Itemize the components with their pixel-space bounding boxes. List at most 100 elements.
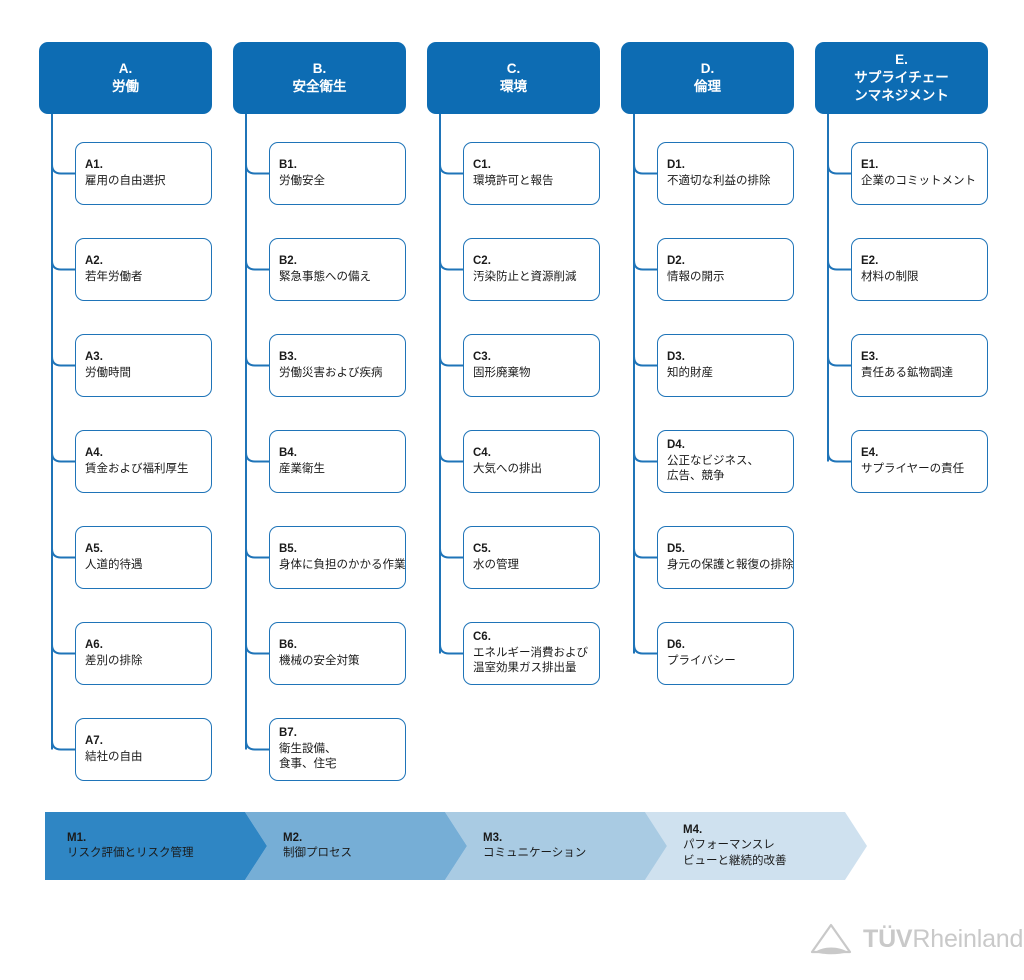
item-box-b5[interactable]: B5.身体に負担のかかる作業 — [269, 526, 406, 589]
column-header-title: 環境 — [500, 79, 527, 94]
column-header-a[interactable]: A.労働 — [39, 42, 212, 114]
connector-elbow — [245, 356, 269, 367]
column-header-c[interactable]: C.環境 — [427, 42, 600, 114]
item-box-a3[interactable]: A3.労働時間 — [75, 334, 212, 397]
item-label-line: 環境許可と報告 — [473, 174, 554, 187]
connector-elbow — [51, 356, 75, 367]
process-step-label-line: 制御プロセス — [283, 847, 352, 859]
item-code: B5. — [279, 543, 297, 555]
item-label-line: 広告、競争 — [667, 470, 725, 483]
item-label-line: 労働安全 — [279, 174, 325, 187]
item-label-line: 身元の保護と報復の排除 — [667, 558, 794, 571]
connector-elbow — [439, 452, 463, 463]
item-label-line: エネルギー消費および — [473, 646, 588, 659]
item-label-line: 雇用の自由選択 — [85, 174, 166, 187]
item-box-e3[interactable]: E3. 責任ある鉱物調達 — [851, 334, 988, 397]
column-header-d[interactable]: D.倫理 — [621, 42, 794, 114]
logo-regular-text: Rheinland — [912, 924, 1024, 953]
connector-elbow — [51, 452, 75, 463]
item-box-d5[interactable]: D5.身元の保護と報復の排除 — [657, 526, 794, 589]
item-label-line: 固形廃棄物 — [473, 366, 531, 379]
column-header-b[interactable]: B.安全衛生 — [233, 42, 406, 114]
item-label-line: 温室効果ガス排出量 — [473, 662, 577, 675]
item-box-a6[interactable]: A6.差別の排除 — [75, 622, 212, 685]
column-header-e[interactable]: E.サプライチェーンマネジメント — [815, 42, 988, 114]
item-box-b2[interactable]: B2.緊急事態への備え — [269, 238, 406, 301]
item-code: C2. — [473, 255, 491, 267]
item-box-b1[interactable]: B1. 労働安全 — [269, 142, 406, 205]
item-code: A7. — [85, 735, 103, 747]
item-box-e2[interactable]: E2.材料の制限 — [851, 238, 988, 301]
process-step-m3[interactable]: M3.コミュニケーション — [445, 812, 667, 880]
process-step-label-line: コミュニケーション — [483, 847, 587, 859]
item-code: B1. — [279, 159, 297, 171]
item-code: C4. — [473, 447, 491, 459]
item-box-b6[interactable]: B6.機械の安全対策 — [269, 622, 406, 685]
item-label-line: 緊急事態への備え — [279, 270, 371, 283]
item-box-c4[interactable]: C4.大気への排出 — [463, 430, 600, 493]
item-label-line: 食事、住宅 — [279, 758, 337, 771]
item-box-c2[interactable]: C2.汚染防止と資源削減 — [463, 238, 600, 301]
connector-elbow — [439, 548, 463, 559]
item-box-b4[interactable]: B4.産業衛生 — [269, 430, 406, 493]
item-code: E3. — [861, 351, 879, 363]
item-box-e1[interactable]: E1.企業のコミットメント — [851, 142, 988, 205]
connector-elbow — [633, 164, 657, 175]
connector-elbow — [245, 164, 269, 175]
item-label-line: 労働時間 — [85, 366, 131, 379]
process-step-m2[interactable]: M2. 制御プロセス — [245, 812, 467, 880]
connector-elbow — [51, 644, 75, 655]
connector-elbow — [633, 356, 657, 367]
triangle-mark-icon — [810, 923, 852, 955]
connector-elbow — [633, 644, 657, 655]
item-box-c3[interactable]: C3. 固形廃棄物 — [463, 334, 600, 397]
process-step-label-line: ビューと継続的改善 — [683, 854, 787, 867]
item-code: C3. — [473, 351, 491, 363]
process-step-code: M2. — [283, 831, 303, 844]
item-label-line: 衛生設備、 — [279, 742, 337, 755]
item-box-c6[interactable]: C6.エネルギー消費および温室効果ガス排出量 — [463, 622, 600, 685]
process-step-m4[interactable]: M4.パフォーマンスレビューと継続的改善 — [645, 812, 867, 880]
column-header-title: 労働 — [112, 79, 139, 94]
item-label-line: 水の管理 — [473, 558, 519, 571]
item-box-b3[interactable]: B3.労働災害および疾病 — [269, 334, 406, 397]
item-label-line: 公正なビジネス、 — [667, 454, 759, 467]
connector-elbow — [245, 452, 269, 463]
item-box-d6[interactable]: D6.プライバシー — [657, 622, 794, 685]
item-box-c5[interactable]: C5. 水の管理 — [463, 526, 600, 589]
item-label-line: 情報の開示 — [667, 270, 725, 283]
item-code: C5. — [473, 543, 491, 555]
item-label-line: サプライヤーの責任 — [861, 462, 965, 475]
item-box-e4[interactable]: E4.サプライヤーの責任 — [851, 430, 988, 493]
item-box-d2[interactable]: D2.情報の開示 — [657, 238, 794, 301]
connector-elbow — [439, 164, 463, 175]
connector-elbow — [827, 452, 851, 463]
item-label-line: 賃金および福利厚生 — [85, 462, 189, 475]
item-box-a5[interactable]: A5.人道的待遇 — [75, 526, 212, 589]
item-box-d1[interactable]: D1.不適切な利益の排除 — [657, 142, 794, 205]
column-header-code: E. — [895, 52, 908, 67]
item-box-a2[interactable]: A2.若年労働者 — [75, 238, 212, 301]
process-step-m1[interactable]: M1.リスク評価とリスク管理 — [45, 812, 267, 880]
item-box-a7[interactable]: A7.結社の自由 — [75, 718, 212, 781]
item-box-c1[interactable]: C1. 環境許可と報告 — [463, 142, 600, 205]
item-box-a4[interactable]: A4.賃金および福利厚生 — [75, 430, 212, 493]
item-box-d4[interactable]: D4.公正なビジネス、広告、競争 — [657, 430, 794, 493]
connector-elbow — [51, 740, 75, 751]
item-box-d3[interactable]: D3.知的財産 — [657, 334, 794, 397]
item-code: D6. — [667, 639, 685, 651]
item-box-a1[interactable]: A1.雇用の自由選択 — [75, 142, 212, 205]
item-label-line: 責任ある鉱物調達 — [861, 366, 953, 379]
column-header-title: 安全衛生 — [292, 79, 347, 94]
item-code: E1. — [861, 159, 879, 171]
connector-elbow — [827, 356, 851, 367]
process-step-code: M1. — [67, 831, 87, 844]
item-code: C1. — [473, 159, 491, 171]
connector-elbow — [245, 644, 269, 655]
logo-wordmark: TÜVRheinland — [863, 924, 1024, 953]
item-label-line: 材料の制限 — [861, 270, 919, 283]
connector-elbow — [439, 356, 463, 367]
item-box-b7[interactable]: B7.衛生設備、食事、住宅 — [269, 718, 406, 781]
